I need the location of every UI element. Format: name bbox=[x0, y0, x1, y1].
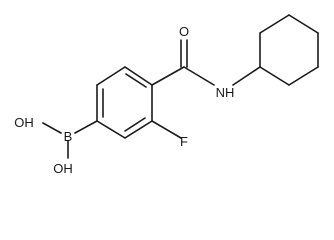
cyclohexane-bond bbox=[259, 66, 290, 86]
carbon-nitrogen-bond bbox=[183, 66, 215, 86]
benzene-ring bbox=[96, 66, 153, 139]
ring-bond bbox=[96, 120, 126, 139]
hydroxyl-top-label: OH bbox=[14, 115, 34, 130]
boronic-acid-group bbox=[42, 120, 98, 159]
carbon-boron-bond bbox=[74, 120, 98, 134]
nitrogen-cyclohexyl-bond bbox=[232, 66, 261, 86]
oxygen-label: O bbox=[179, 24, 189, 39]
ring-double-bond bbox=[125, 73, 147, 88]
ring-bond bbox=[124, 120, 153, 139]
cyclohexane-ring bbox=[259, 14, 319, 86]
hydroxyl-bottom-label: OH bbox=[53, 161, 73, 176]
boron-label: B bbox=[64, 129, 73, 144]
fluorine-label: F bbox=[180, 134, 188, 149]
carbon-fluorine-bond bbox=[151, 120, 182, 139]
molecule-structure: O NH F B OH OH bbox=[14, 14, 319, 176]
ring-bond bbox=[96, 66, 126, 86]
cyclohexane-bond bbox=[288, 14, 319, 34]
nitrogen-hydrogen-label: NH bbox=[216, 85, 235, 100]
boron-oxygen-bond-top bbox=[42, 122, 62, 134]
ring-double-bond bbox=[124, 117, 146, 132]
structure-canvas: O NH F B OH OH bbox=[14, 14, 319, 176]
ring-bond bbox=[124, 66, 153, 86]
cyclohexane-bond bbox=[288, 66, 319, 86]
cyclohexane-bond bbox=[259, 14, 290, 34]
carbonyl-carbon-bond bbox=[151, 66, 185, 86]
amide-group bbox=[151, 39, 215, 86]
